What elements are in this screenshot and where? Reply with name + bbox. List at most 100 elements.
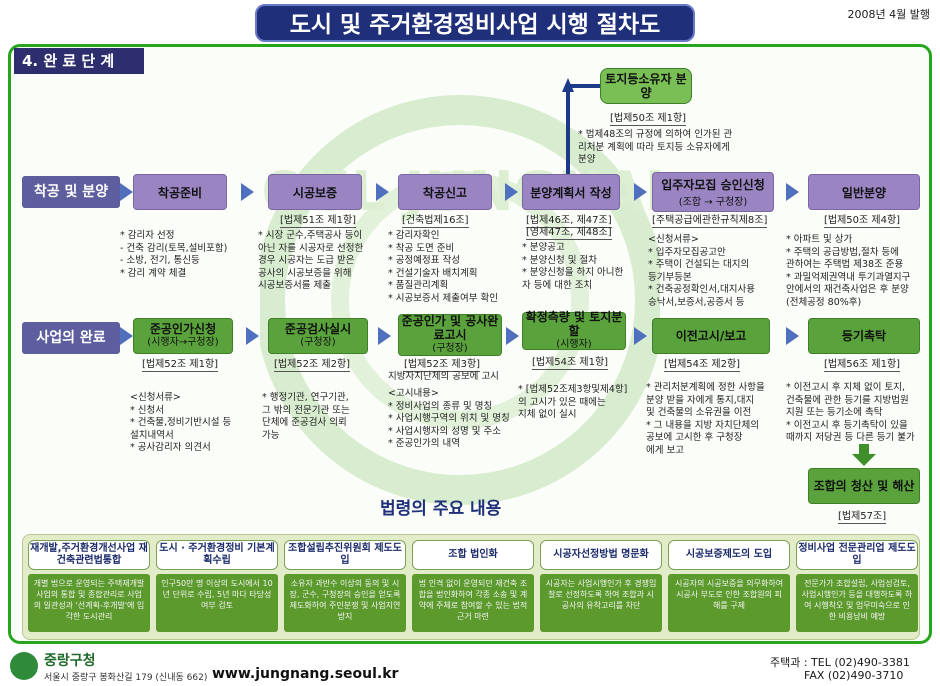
note-line: * 이전고시 후 등기촉탁이 있을 bbox=[786, 419, 908, 431]
note-line: 자 등에 대한 조치 bbox=[522, 279, 593, 291]
note-line: * 사업시행자의 성명 및 주소 bbox=[388, 425, 501, 437]
note-line: * 착공 도면 준비 bbox=[388, 242, 455, 254]
step-label: 시공보증 bbox=[292, 185, 338, 200]
law-card-body: 시공자의 시공보증을 의무화하여 시공사 부도로 인한 조합원의 피해를 구제 bbox=[668, 574, 790, 632]
step-notes: * 시장 군수,주택공사 등이 아닌 자를 시공자로 선정한 경우 시공자는 도… bbox=[258, 230, 393, 293]
law-ref: [법제54조 제1항] bbox=[532, 357, 609, 370]
step-completion-inspection: 준공검사실시(구청장) bbox=[268, 318, 368, 354]
note-line: * 건설기술자 배치계획 bbox=[388, 267, 478, 279]
arrow-icon bbox=[506, 327, 519, 345]
step-notes: * [법제52조제3항및제4항] 의 고시가 있은 때에는 지체 없이 실시 bbox=[518, 384, 638, 422]
note-line: 경우 시공자는 도급 받은 bbox=[258, 255, 355, 266]
note-line: 등기부등본 bbox=[648, 271, 692, 283]
page-title: 도시 및 주거환경정비사업 시행 절차도 bbox=[255, 4, 695, 42]
law-card-body: 소유자 과반수 이상의 동의 및 시장, 군수, 구청장의 승인을 얻도록 제도… bbox=[284, 574, 406, 632]
step-completion-application: 준공인가신청(시행자→구청장) bbox=[133, 318, 233, 354]
note-line: * 시장 군수,주택공사 등이 bbox=[258, 230, 363, 241]
step-label: 준공인가 및 공사완료고시 bbox=[401, 314, 499, 342]
note-line: 그 밖의 전문기관 또는 bbox=[262, 404, 350, 416]
step-label: 이전고시/보고 bbox=[675, 329, 747, 343]
step-sub: (조합 → 구청장) bbox=[678, 197, 748, 208]
note-line: * 분양신청을 하지 아니한 bbox=[522, 267, 624, 278]
note-line: * 공정예정표 작성 bbox=[388, 255, 460, 266]
step-label: 입주자모집 승인신청 bbox=[661, 178, 765, 192]
note-line: * 행정기관, 연구기관, bbox=[262, 392, 349, 403]
publish-date: 2008년 4월 발행 bbox=[847, 8, 930, 21]
law-card-title: 시공자선정방법 명문화 bbox=[540, 540, 662, 570]
step-notes: * 이전고시 후 지체 없이 토지, 건축물에 관한 등기를 지방법원 지원 또… bbox=[786, 382, 931, 445]
note-line: 의 고시가 있은 때에는 bbox=[518, 396, 606, 408]
step-notes: <신청서류> * 신청서 * 건축물,정비기반시설 등 설치내역서 * 공사감리… bbox=[130, 392, 255, 455]
note-line: * 아파트 및 상가 bbox=[786, 234, 853, 245]
note-line: 분양 받을 자에게 통지,대지 bbox=[646, 394, 755, 406]
note-line: 승낙서,보증서,공증서 등 bbox=[648, 296, 745, 308]
note-line: - 건축 감리(토목,설비포함) bbox=[120, 242, 228, 254]
owner-distribution-note: * 법제48조의 규정에 의하여 인가된 관리처분 계획에 따라 토지등 소유자… bbox=[578, 129, 733, 165]
down-arrow-icon bbox=[852, 444, 876, 466]
note-line: * 신청서 bbox=[130, 404, 164, 416]
website-link[interactable]: www.jungnang.seoul.kr bbox=[212, 666, 399, 682]
step-tenant-approval: 입주자모집 승인신청 (조합 → 구청장) bbox=[652, 172, 774, 212]
step-label: 착공준비 bbox=[157, 185, 203, 200]
note-line: * 품질관리계획 bbox=[388, 280, 449, 291]
main-law-title: 법령의 주요 내용 bbox=[380, 499, 502, 519]
law-ref: [법제57조] bbox=[838, 511, 887, 524]
law-ref: [주택공급에관한규칙제8조] bbox=[652, 215, 768, 228]
note-line: * 감리 계약 체결 bbox=[120, 267, 187, 279]
arrow-icon bbox=[505, 183, 518, 201]
law-ref: [법제54조 제2항] bbox=[664, 359, 741, 372]
step-sale-plan: 분양계획서 작성 bbox=[522, 174, 620, 210]
step-notes: * 관리처분계획에 정한 사항을 분양 받을 자에게 통지,대지 및 건축물의 … bbox=[646, 382, 784, 457]
note-line: * 시공보증서 제출여부 확인 bbox=[388, 292, 498, 304]
step-general-sale: 일반분양 bbox=[808, 174, 920, 210]
law-card-body: 법 인격 없이 운영되던 재건축 조합을 법인화하여 각종 소송 및 계약에 주… bbox=[412, 574, 534, 632]
note-line: 설치내역서 bbox=[130, 429, 174, 441]
step-notes: * 아파트 및 상가 * 주택의 공급방법,절차 등에 관하여는 주택법 제38… bbox=[786, 234, 931, 309]
step-notes: <고시내용> * 정비사업의 종류 및 명칭 * 사업시행구역의 위치 및 명칭… bbox=[388, 388, 520, 451]
note-line: 시공보증서를 제출 bbox=[258, 280, 331, 291]
note-line: 안에서의 재건축사업은 후 분양 bbox=[786, 284, 909, 295]
law-ref: [법제52조 제1항] bbox=[142, 359, 219, 372]
note-line: * 이전고시 후 지체 없이 토지, bbox=[786, 382, 906, 393]
step-label: 준공인가신청 bbox=[149, 322, 217, 336]
note-line: * 사업시행구역의 위치 및 명칭 bbox=[388, 413, 510, 424]
step-label: 준공검사실시 bbox=[284, 322, 352, 336]
note-line: * 공사감리자 의견서 bbox=[130, 442, 211, 453]
step-dissolution: 조합의 청산 및 해산 bbox=[808, 468, 920, 504]
org-name: 중랑구청 bbox=[44, 653, 96, 669]
step-label: 분양계획서 작성 bbox=[530, 185, 612, 200]
step-completion-notice: 준공인가 및 공사완료고시(구청장) bbox=[398, 314, 502, 356]
owner-distribution-law: [법제50조 제1항] bbox=[610, 113, 687, 126]
tel-number: 주택과 : TEL (02)490-3381 bbox=[770, 656, 910, 669]
step-notes: * 감리자확인 * 착공 도면 준비 * 공정예정표 작성 * 건설기술자 배치… bbox=[388, 230, 518, 305]
note-line: * 준공인가의 내역 bbox=[388, 438, 460, 449]
law-card-title: 조합 법인화 bbox=[412, 540, 534, 570]
note-line: <고시내용> bbox=[388, 388, 439, 399]
note-line: * 과밀억제권역내 투기과열지구 bbox=[786, 271, 911, 283]
arrow-icon bbox=[241, 183, 254, 201]
note-line: * 정비사업의 종류 및 명칭 bbox=[388, 400, 493, 412]
note-line: 건축물에 관한 등기를 지방법원 bbox=[786, 394, 909, 406]
branch-connector bbox=[562, 78, 600, 176]
district-logo-icon bbox=[10, 652, 38, 680]
step-registration: 등기촉탁 bbox=[808, 318, 920, 354]
note-line: 지체 없이 실시 bbox=[518, 409, 577, 420]
law-ref: [법제56조 제1항] bbox=[824, 359, 901, 372]
law-card-body: 인구50만 명 이상의 도시에서 10년 단위로 수립, 5년 마다 타당성 여… bbox=[156, 574, 278, 632]
step-label: 토지등소유자 분양 bbox=[605, 72, 687, 100]
step-sub: (시행자→구청장) bbox=[147, 337, 219, 348]
note-line: 관하여는 주택법 제38조 준용 bbox=[786, 259, 904, 270]
law-ref: [영제47조, 제48조] bbox=[526, 227, 612, 240]
note-line: 공보에 고시한 후 구청장 bbox=[646, 432, 743, 443]
law-ref: [건축법제16조] bbox=[402, 215, 469, 228]
note-line: * 감리자확인 bbox=[388, 230, 440, 241]
step-label: 등기촉탁 bbox=[841, 329, 887, 343]
arrow-icon bbox=[376, 183, 389, 201]
row-label-completion: 사업의 완료 bbox=[22, 322, 120, 354]
step-construction-prep: 착공준비 bbox=[133, 174, 227, 210]
law-ref: [법제52조 제2항] bbox=[274, 359, 351, 372]
step-transfer-notice: 이전고시/보고 bbox=[652, 318, 770, 354]
